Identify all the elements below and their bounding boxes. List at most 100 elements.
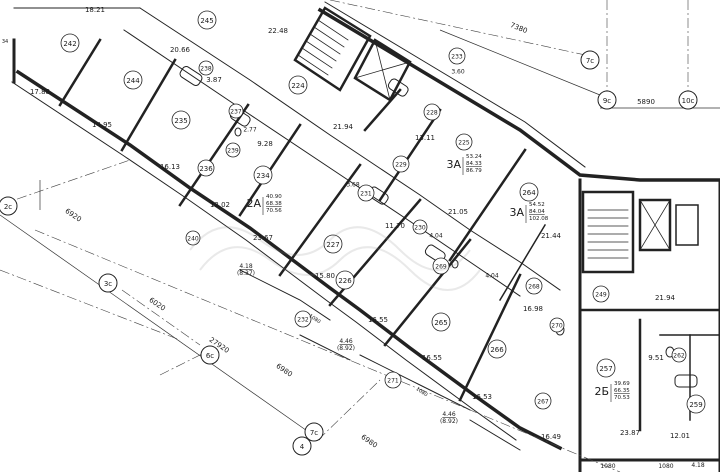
room-area: 3.60 [451,69,465,76]
room-area: 14.95 [92,121,112,129]
room-area: 16.98 [523,305,543,313]
balcony-area-full: (8.92) [440,418,458,425]
bathtub-icon [674,374,698,388]
axis-bubble [597,90,617,110]
room-number: 242 [63,40,76,48]
apartment-area-total: 84.33 [466,161,482,167]
room-number: 269 [435,264,447,271]
room-number: 262 [673,353,685,360]
room-number: 266 [490,346,504,354]
apartment-area-with-balcony: 86.79 [466,168,482,174]
axis-bubble [200,345,220,365]
balcony-areas: 4.18 (8.37) 4.46 (8.92) 4.46 (8.92) 4.18 [237,263,705,469]
room-area: 12.02 [210,201,230,209]
room-number: 232 [297,317,309,324]
room-area: 22.48 [268,27,288,35]
room-area: 17.88 [30,88,50,96]
balcony-area: 4.46 [442,411,456,418]
room-number: 231 [360,191,372,198]
balcony-area: 4.18 [691,462,705,469]
axis-label: 9с [603,97,611,105]
axis-bubble [580,50,600,70]
dimension-value: 1080 [600,463,615,470]
room-area: 9.28 [257,140,273,148]
axis-bubble [304,422,324,442]
stair-block-1 [293,6,372,92]
room-bubbles [60,10,706,414]
axis-label: 10с [682,97,695,105]
room-area: 4.04 [485,273,499,280]
outer-wall-north [317,7,720,182]
axis-label: 3с [104,280,112,288]
room-number: 229 [395,162,407,169]
room-number: 226 [338,277,352,285]
dimension-value: 6020 [147,296,166,313]
apartment-area-total: 66.35 [614,388,630,394]
room-numbers: 242 245 244 238 235 237 239 236 234 240 … [63,17,702,409]
apartment-type: 3А [446,158,461,171]
dimension-lines [0,29,720,441]
room-number: 237 [230,109,242,116]
room-number: 244 [126,77,140,85]
room-number: 227 [326,241,339,249]
axis-label: 6с [206,352,214,360]
dimension-value: 34 [2,39,8,45]
apartment-labels: 2А 40.90 68.38 70.56 3А 53.24 84.33 86.7… [246,154,630,402]
toilet-icon [234,127,242,137]
room-area: 20.66 [170,46,191,54]
room-number: 267 [537,399,549,406]
apartment-area-total: 68.38 [266,201,282,207]
room-number: 230 [414,225,426,232]
room-number: 235 [174,117,187,125]
outer-wall-south-inner [11,81,517,441]
corridor-wall-north [139,7,561,291]
apartment-area-with-balcony: 70.56 [266,208,282,214]
room-area: 21.05 [448,208,468,216]
apartment-3a-1: 3А 53.24 84.33 86.79 [446,154,482,175]
apartment-area-total: 84.04 [529,209,545,215]
dimension-value: 5890 [637,98,655,106]
dimension-value: 6980 [359,433,378,450]
apartment-area-living: 39.69 [614,381,630,387]
room-area: 16.55 [368,316,388,324]
room-number: 236 [199,165,213,173]
room-area: 4.04 [429,233,443,240]
apartment-area-with-balcony: 70.53 [614,395,630,401]
room-area: 16.53 [472,393,492,401]
apartment-2a: 2А 40.90 68.38 70.56 [246,194,282,215]
room-area: 21.44 [541,232,562,240]
balcony-area-full: (8.92) [337,345,355,352]
axis-grid [0,0,689,472]
plan-structure [11,1,720,472]
bathtub-icon [179,66,203,86]
room-number: 257 [599,365,612,373]
stair-block-2 [581,190,635,274]
dimension-value: 6980 [274,362,293,379]
axis-bubble [98,273,118,293]
apartment-area-with-balcony: 102.08 [529,216,549,222]
room-area: 21.94 [333,123,354,131]
room-number: 233 [451,54,463,61]
apartment-area-living: 54.52 [529,202,545,208]
apartment-2b: 2Б 39.69 66.35 70.53 [594,381,630,402]
axis-labels: 7с 9с 10с 2с 3с 6с 7с 4 [4,57,695,451]
room-area: 9.51 [648,354,664,362]
apartment-area-living: 40.90 [266,194,282,200]
room-number: 239 [227,148,239,155]
room-area: 16.49 [541,433,561,441]
dimension-value: 1080 [658,463,673,470]
toilet-icon [451,259,459,269]
dimension-value: 7380 [509,21,529,35]
room-area: 21.94 [655,294,676,302]
lift-shaft-2 [638,198,672,252]
dimension-value: 6920 [63,207,82,224]
room-number: 234 [256,172,270,180]
apartment-type: 2Б [594,385,609,398]
room-areas: 18.21 20.66 17.88 3.87 14.95 2.77 9.28 1… [30,6,690,441]
room-area: 13.11 [415,134,435,142]
corridor-wall-south [123,29,521,297]
axis-label: 7с [310,429,318,437]
room-number: 249 [595,292,607,299]
room-number: 228 [426,110,438,117]
apartment-3a-2: 3А 54.52 84.04 102.08 [509,202,549,223]
